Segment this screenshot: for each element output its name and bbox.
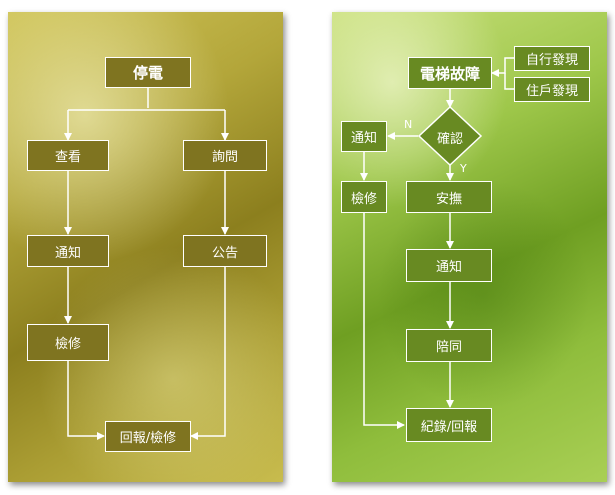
node-check: 查看	[27, 140, 109, 171]
node-resident-found: 住戶發現	[514, 77, 590, 102]
node-record-report: 紀錄/回報	[406, 408, 492, 442]
node-reassure: 安撫	[406, 181, 492, 213]
node-elevator-fault: 電梯故障	[408, 57, 492, 89]
node-repair-right: 檢修	[341, 181, 387, 213]
node-inquire: 詢問	[183, 140, 267, 171]
node-notify: 通知	[27, 235, 109, 267]
node-notify-center: 通知	[406, 249, 492, 282]
node-repair: 檢修	[27, 324, 109, 361]
node-report-repair: 回報/檢修	[105, 421, 191, 452]
no-label: N	[404, 118, 413, 131]
yes-label: Y	[460, 162, 467, 175]
node-accompany: 陪同	[406, 329, 492, 362]
node-self-found: 自行發現	[514, 46, 590, 71]
node-power-outage: 停電	[105, 57, 191, 88]
node-notify-right: 通知	[341, 121, 387, 152]
node-announce: 公告	[183, 235, 267, 267]
confirm-label: 確認	[436, 132, 463, 147]
